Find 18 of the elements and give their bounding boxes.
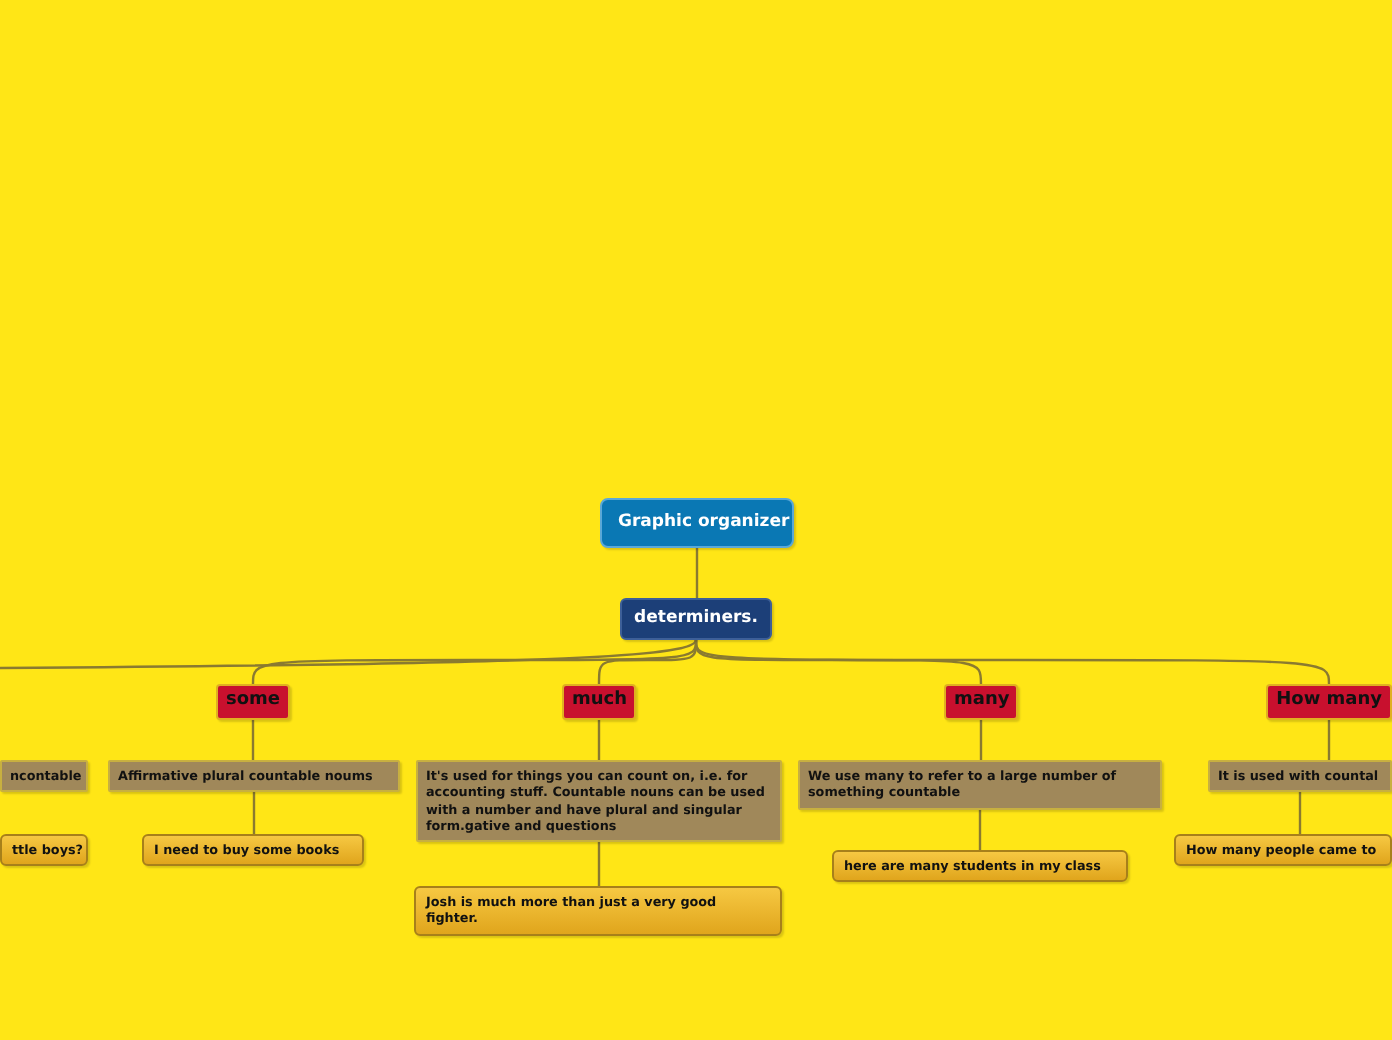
category-label: many: [944, 684, 1018, 720]
connector-line: [978, 810, 982, 850]
connector-line: [597, 720, 601, 760]
connector-line: [252, 792, 256, 834]
connector-line: [1298, 792, 1302, 834]
topic-box: Graphic organizer: [600, 498, 794, 549]
connector-line: [694, 639, 1331, 685]
connector-line: [597, 842, 601, 886]
category-label: much: [562, 684, 636, 720]
connector-line: [695, 548, 699, 598]
connector-line: [251, 639, 698, 685]
central-topic-box: determiners.: [620, 598, 772, 641]
category-label: How many: [1266, 684, 1392, 720]
category-label: some: [216, 684, 290, 720]
connector-line: [979, 720, 983, 760]
connector-line: [251, 720, 255, 760]
connector-line: [1327, 720, 1331, 760]
connector-line: [0, 639, 697, 670]
